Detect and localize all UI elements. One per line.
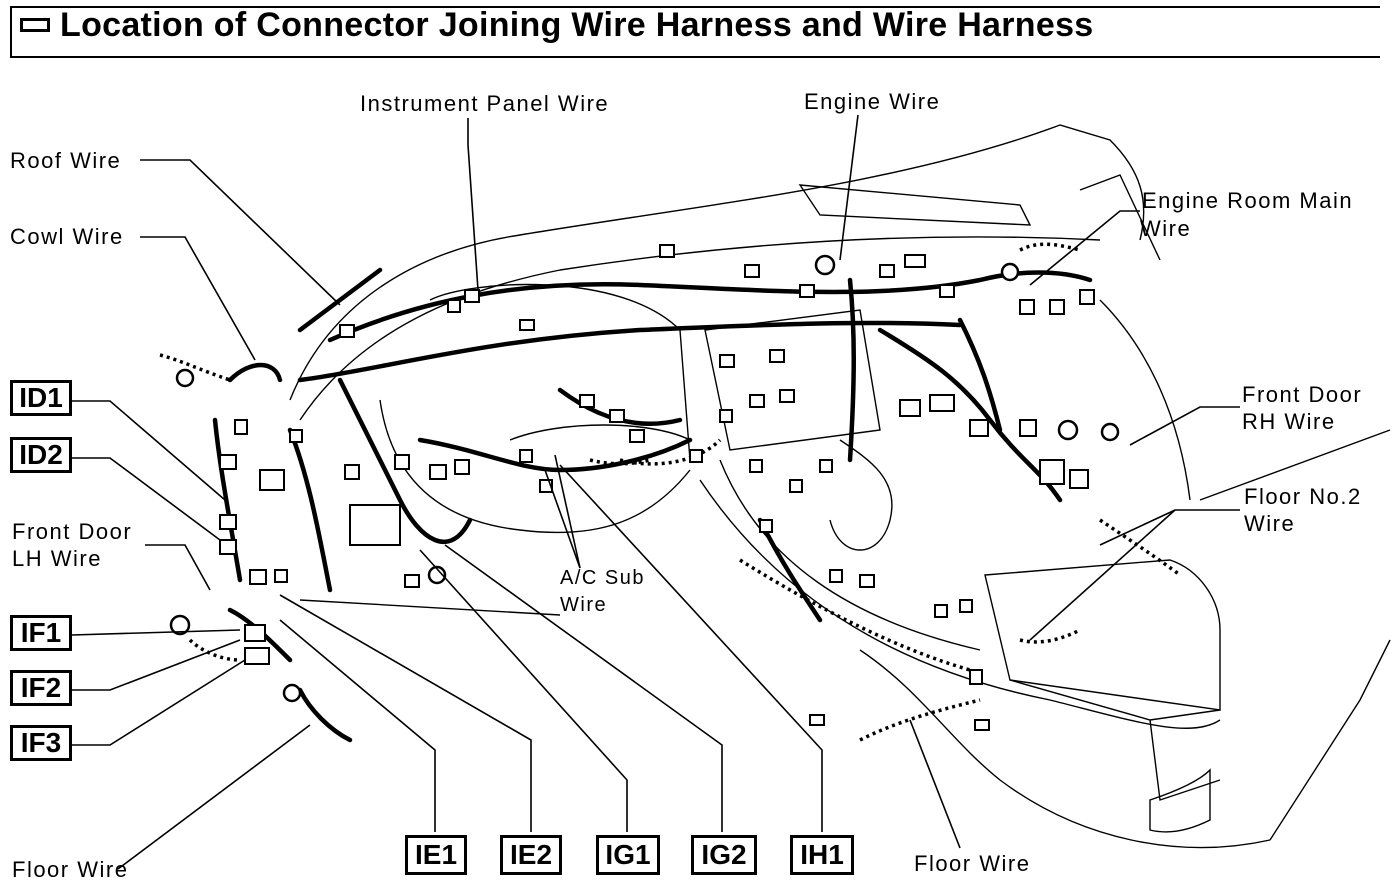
- floor-wire-label-left: Floor Wire: [12, 857, 129, 882]
- connector-code-ie1: IE1: [405, 835, 467, 875]
- floor-wire-label-right: Floor Wire: [914, 851, 1031, 876]
- connector-blocks: [219, 244, 1095, 731]
- engine-room-main-wire-label-line2: Wire: [1140, 216, 1192, 241]
- connector-symbol-icon: [20, 18, 50, 32]
- connector-code-if2: IF2: [10, 670, 72, 706]
- grommets: [169, 254, 1120, 703]
- connector-code-ie2: IE2: [500, 835, 562, 875]
- ac-sub-wire-label-line2: Wire: [560, 594, 608, 616]
- ac-sub-wire-label-line1: A/C Sub: [560, 567, 645, 589]
- connector-code-ih1: IH1: [790, 835, 854, 875]
- leader-lines: [71, 114, 1240, 870]
- connector-code-id2: ID2: [10, 437, 72, 473]
- engine-room-main-wire-label-line1: Engine Room Main: [1142, 188, 1354, 213]
- floor-no2-wire-label-line2: Wire: [1244, 511, 1296, 536]
- instrument-panel-wire-label: Instrument Panel Wire: [360, 91, 610, 116]
- floor-no2-wire-label-line1: Floor No.2: [1244, 484, 1362, 509]
- dashboard-outline: [289, 124, 1391, 849]
- roof-wire-label: Roof Wire: [10, 148, 122, 173]
- connector-code-id1: ID1: [10, 380, 72, 416]
- engine-wire-label: Engine Wire: [804, 89, 941, 114]
- connector-code-if1: IF1: [10, 615, 72, 651]
- front-door-lh-wire-label-line1: Front Door: [12, 519, 133, 544]
- cowl-wire-label: Cowl Wire: [10, 224, 124, 249]
- front-door-rh-wire-label-line1: Front Door: [1242, 382, 1363, 407]
- connector-code-if3: IF3: [10, 725, 72, 761]
- connector-code-ig2: IG2: [691, 835, 757, 875]
- connector-code-ig1: IG1: [596, 835, 660, 875]
- title-frame: [10, 6, 1380, 58]
- front-door-rh-wire-label-line2: RH Wire: [1242, 409, 1336, 434]
- front-door-lh-wire-label-line2: LH Wire: [12, 546, 102, 571]
- page-title: Location of Connector Joining Wire Harne…: [60, 6, 1094, 44]
